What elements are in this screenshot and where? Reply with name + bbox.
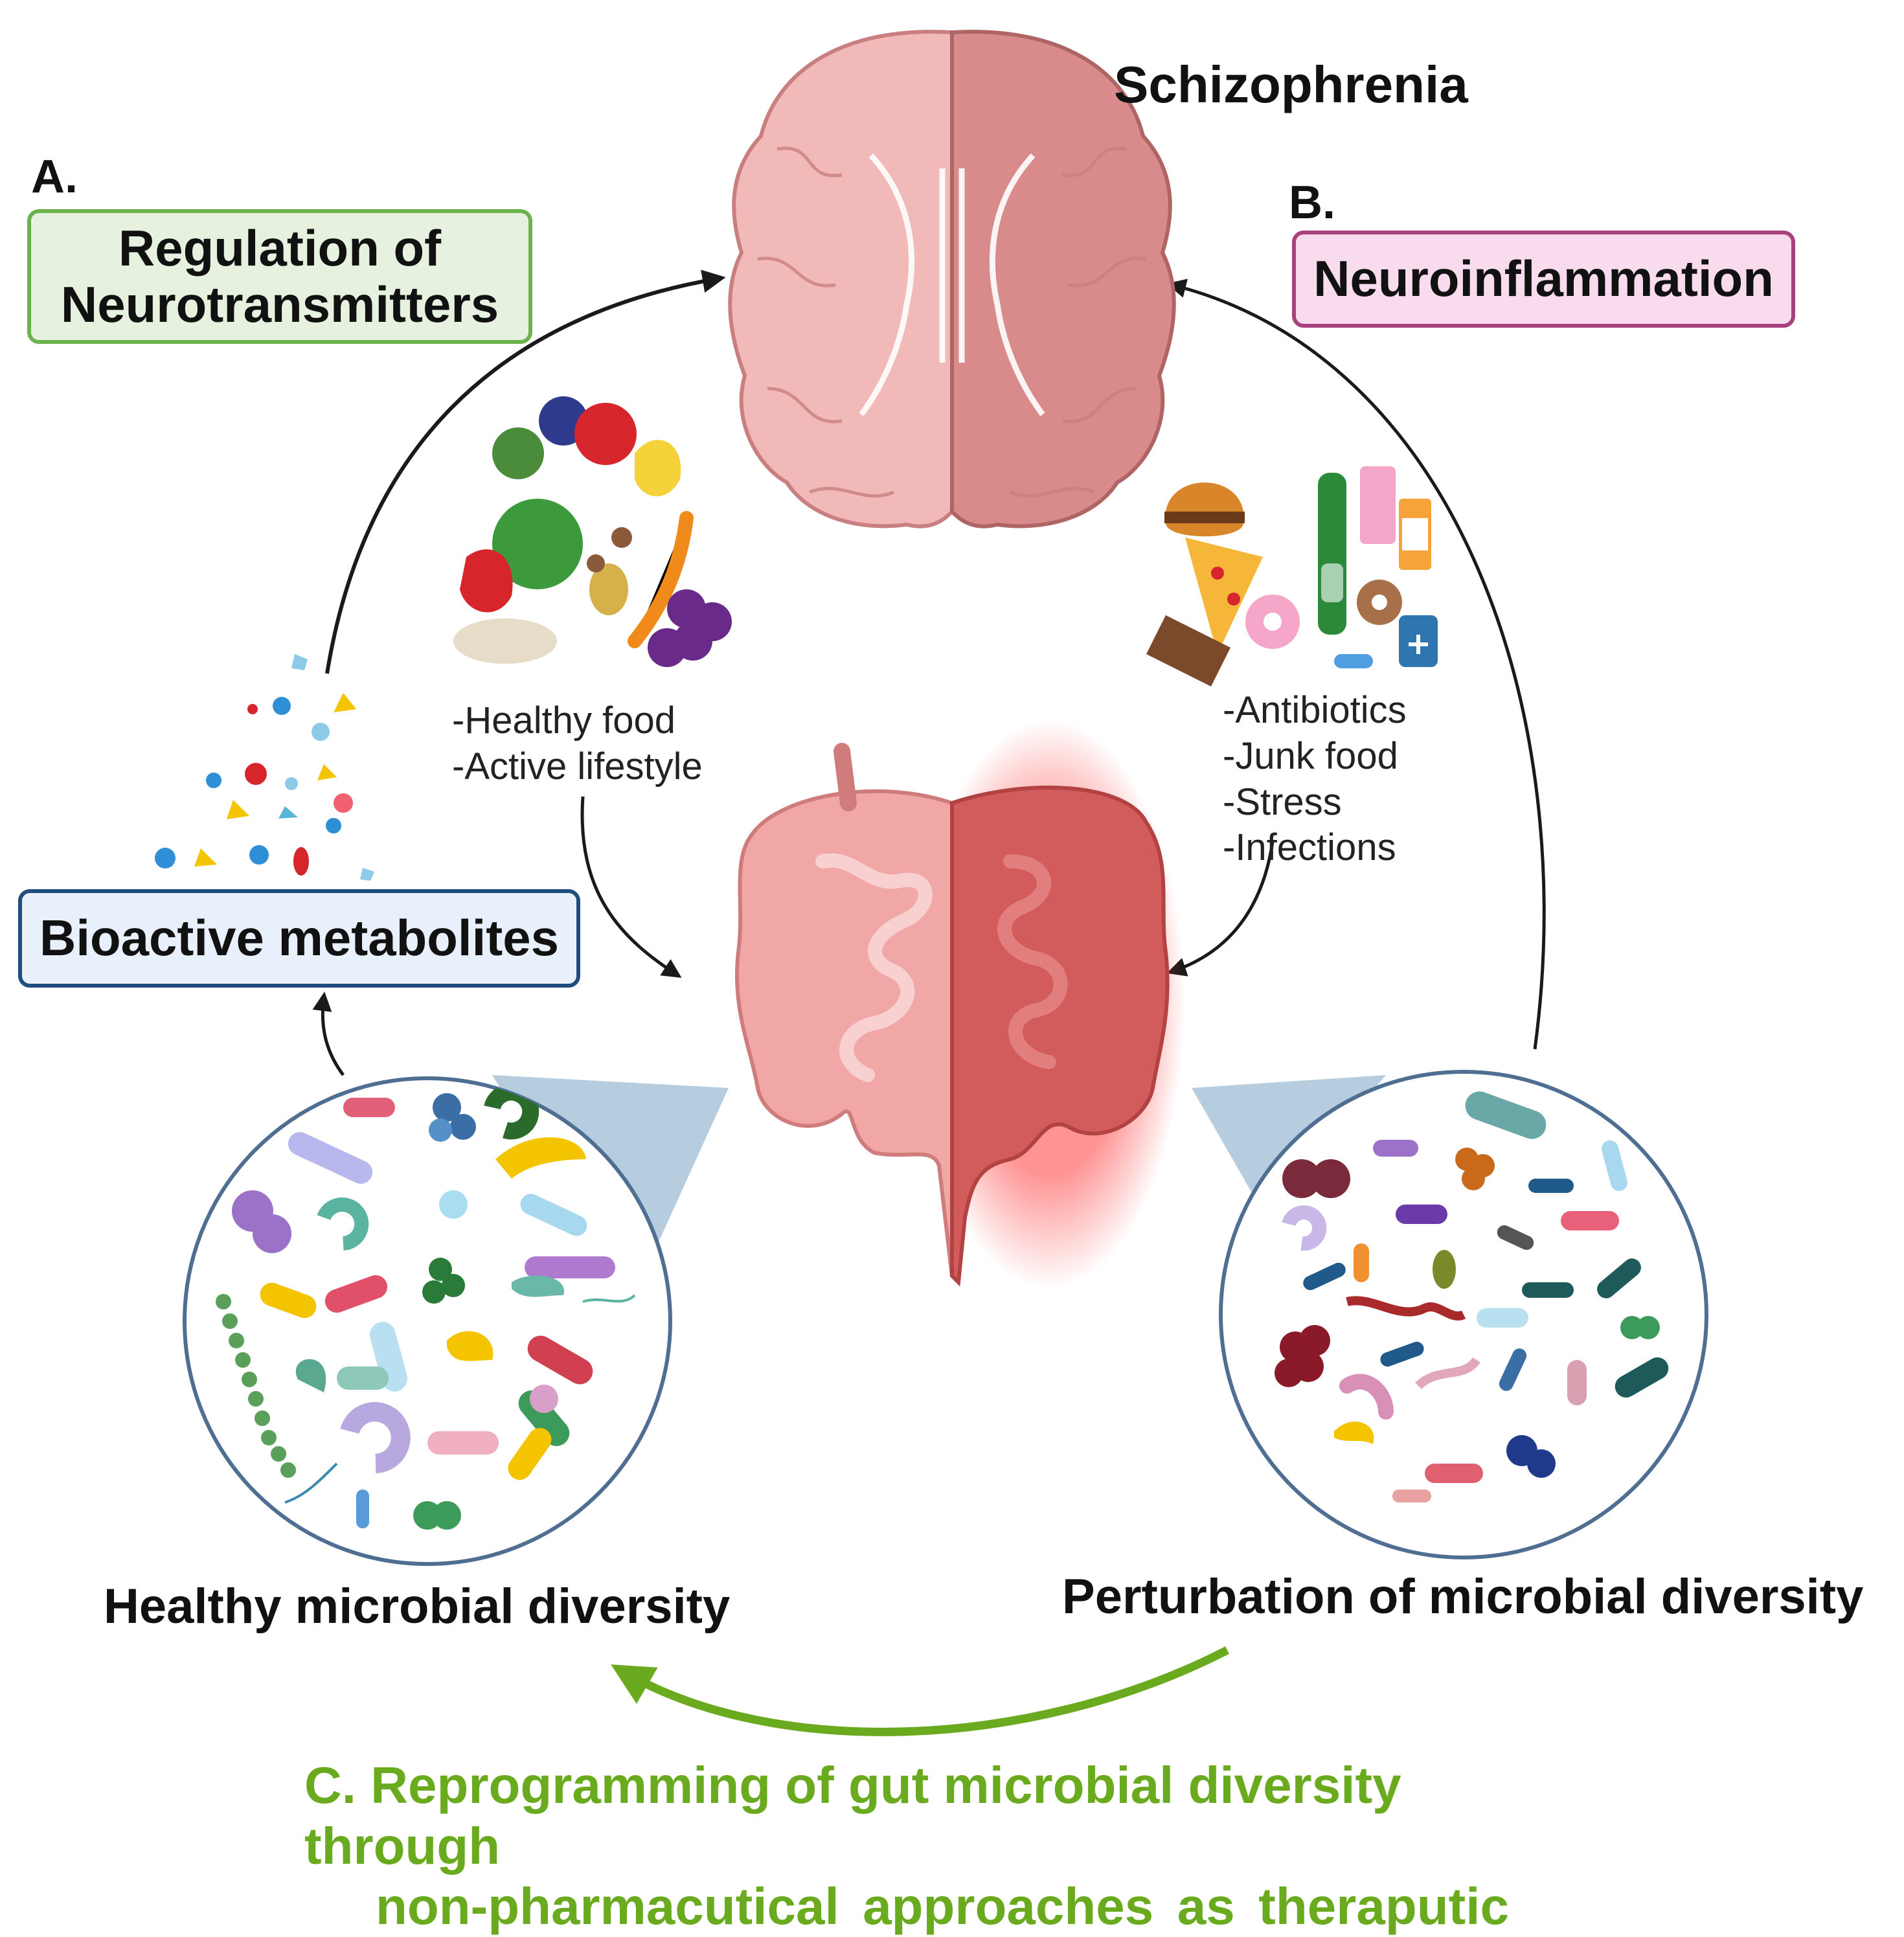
bioactive-metabolites-box: Bioactive metabolites <box>18 889 580 988</box>
panel-b-letter: B. <box>1289 177 1335 229</box>
healthy-diversity-label: Healthy microbial diversity <box>104 1579 731 1634</box>
panel-a-letter: A. <box>31 151 78 203</box>
risk-factor-4: -Infections <box>1223 826 1396 869</box>
arrow-risk-factors-to-gut <box>1166 841 1275 977</box>
metabolite-particles-icon <box>155 654 374 881</box>
therapy-caption: C. Reprogramming of gut microbial divers… <box>304 1755 1600 1937</box>
bioactive-metabolites-label: Bioactive metabolites <box>40 909 559 967</box>
risk-factor-3: -Stress <box>1223 780 1342 823</box>
page-title: Schizophrenia <box>1114 56 1468 113</box>
neurotransmitter-box-line2: Neurotransmitters <box>60 276 499 333</box>
healthy-factor-1: -Healthy food <box>452 699 675 742</box>
brain-icon <box>728 30 1176 528</box>
arrow-healthy-food-to-gut <box>580 796 682 978</box>
neuroinflammation-label: Neuroinflammation <box>1313 250 1774 308</box>
arrow-microbiome-to-metabolites <box>312 991 345 1076</box>
therapy-word-2: approaches <box>863 1877 1154 1936</box>
perturbed-diversity-label: Perturbation of microbial diversity <box>1062 1569 1864 1624</box>
arrow-perturbation-to-brain <box>1166 278 1546 1050</box>
neurotransmitter-box-line1: Regulation of <box>118 219 442 277</box>
therapy-line1: C. Reprogramming of gut microbial divers… <box>304 1756 1401 1875</box>
therapy-line2: non-pharmacutical approaches as theraput… <box>304 1876 1509 1937</box>
arrow-reprogramming <box>611 1646 1229 1736</box>
risk-factors-list: -Antibiotics -Junk food -Stress -Infecti… <box>1223 688 1407 871</box>
arrow-metabolites-to-brain <box>325 269 726 674</box>
neurotransmitter-regulation-box: Regulation of Neurotransmitters <box>27 209 532 344</box>
gut-icon <box>734 719 1185 1289</box>
junk-food-icon <box>1146 466 1438 686</box>
perturbed-microbiome-icon <box>1219 1070 1708 1559</box>
healthy-food-icon <box>453 396 732 667</box>
therapy-word-4: theraputic <box>1258 1877 1509 1936</box>
neuroinflammation-box: Neuroinflammation <box>1292 231 1795 328</box>
risk-factor-1: -Antibiotics <box>1223 689 1407 731</box>
healthy-microbiome-icon <box>183 1076 672 1566</box>
healthy-factor-2: -Active lifestyle <box>452 745 703 787</box>
risk-factor-2: -Junk food <box>1223 734 1398 777</box>
therapy-word-1: non-pharmacutical <box>376 1877 839 1936</box>
therapy-word-3: as <box>1177 1877 1235 1936</box>
healthy-factors-list: -Healthy food -Active lifestyle <box>452 698 703 790</box>
